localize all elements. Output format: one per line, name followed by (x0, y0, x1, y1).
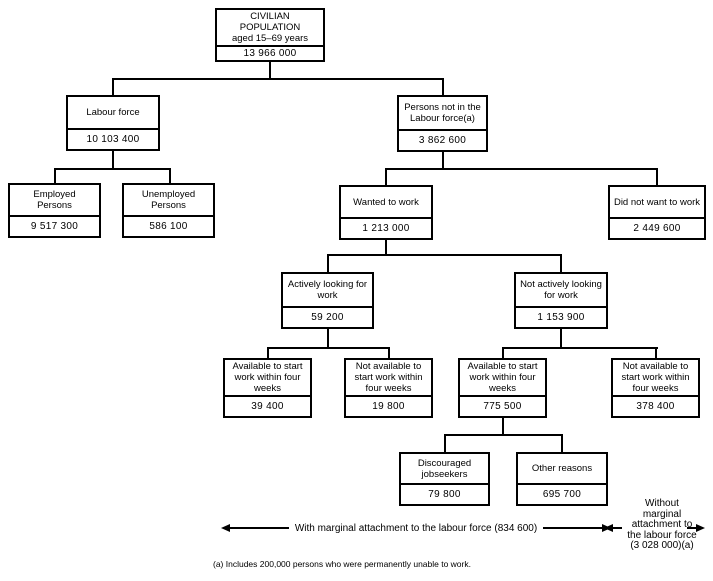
node-value: 10 103 400 (68, 128, 158, 149)
node-did-not-want-to-work: Did not want to work 2 449 600 (608, 185, 706, 240)
node-discouraged-jobseekers: Discouraged jobseekers 79 800 (399, 452, 490, 506)
node-label: Actively looking for work (287, 279, 368, 301)
node-value: 775 500 (460, 395, 545, 416)
without-marginal-attachment-label: Without marginal attachment to the labou… (627, 498, 697, 551)
connector (112, 78, 444, 80)
node-label: Employed Persons (33, 189, 76, 211)
arrow-left-icon (604, 524, 613, 532)
connector (502, 347, 504, 358)
with-marginal-attachment-label: With marginal attachment to the labour f… (294, 522, 538, 534)
connector (561, 434, 563, 452)
node-value: 695 700 (518, 483, 606, 504)
node-label: Not available to start work within four … (621, 361, 690, 394)
node-civilian-population: CIVILIAN POPULATION aged 15–69 years 13 … (215, 8, 325, 62)
connector (560, 329, 562, 347)
node-other-reasons: Other reasons 695 700 (516, 452, 608, 506)
node-value: 19 800 (346, 395, 431, 416)
arrow-line (613, 527, 622, 529)
node-available-four-weeks-not-active: Available to start work within four week… (458, 358, 547, 418)
node-label: Not available to start work within four … (354, 361, 423, 394)
connector (385, 240, 387, 254)
connector (267, 347, 269, 358)
connector (444, 434, 563, 436)
node-value: 13 966 000 (217, 45, 323, 60)
connector (442, 78, 444, 95)
connector (327, 329, 329, 347)
connector (560, 254, 562, 272)
footnote: (a) Includes 200,000 persons who were pe… (213, 559, 471, 569)
node-label: Available to start work within four week… (232, 361, 303, 394)
node-labour-force: Labour force 10 103 400 (66, 95, 160, 151)
connector (112, 78, 114, 95)
node-label: Labour force (86, 107, 140, 118)
node-value: 59 200 (283, 306, 372, 327)
connector (655, 347, 657, 358)
connector (112, 150, 114, 168)
connector (54, 168, 56, 183)
node-label: Discouraged jobseekers (417, 457, 472, 480)
connector (269, 62, 271, 78)
node-label: Not actively looking for work (520, 279, 602, 301)
node-not-available-four-weeks-active: Not available to start work within four … (344, 358, 433, 418)
connector (267, 347, 390, 349)
node-value: 378 400 (613, 395, 698, 416)
arrow-line (687, 527, 696, 529)
node-label: Did not want to work (613, 196, 701, 208)
node-label: Wanted to work (353, 196, 419, 208)
node-persons-not-in-labour-force: Persons not in the Labour force(a) 3 862… (397, 95, 488, 152)
node-label: Unemployed Persons (141, 189, 196, 211)
arrow-line (543, 527, 603, 529)
without-marginal-right-arrow (687, 524, 705, 532)
node-value: 9 517 300 (10, 215, 99, 236)
connector (327, 254, 562, 256)
connector (54, 168, 171, 170)
connector (502, 347, 658, 349)
node-value: 1 153 900 (516, 306, 606, 327)
node-value: 1 213 000 (341, 217, 431, 238)
connector (385, 168, 387, 185)
connector (656, 168, 658, 185)
node-label: Persons not in the Labour force(a) (404, 102, 481, 124)
node-label: CIVILIAN POPULATION aged 15–69 years (231, 11, 309, 44)
connector (388, 347, 390, 358)
without-marginal-left-arrow (604, 524, 622, 532)
node-value: 39 400 (225, 395, 310, 416)
node-value: 79 800 (401, 483, 488, 504)
connector (385, 168, 658, 170)
node-wanted-to-work: Wanted to work 1 213 000 (339, 185, 433, 240)
connector (444, 434, 446, 452)
node-available-four-weeks-active: Available to start work within four week… (223, 358, 312, 418)
node-value: 586 100 (124, 215, 213, 236)
node-actively-looking: Actively looking for work 59 200 (281, 272, 374, 329)
with-marginal-attachment-arrow: With marginal attachment to the labour f… (221, 521, 612, 535)
node-not-available-four-weeks-not-active: Not available to start work within four … (611, 358, 700, 418)
arrow-right-icon (696, 524, 705, 532)
node-employed-persons: Employed Persons 9 517 300 (8, 183, 101, 238)
connector (442, 151, 444, 168)
connector (327, 254, 329, 272)
connector (502, 418, 504, 434)
arrow-left-icon (221, 524, 230, 532)
node-not-actively-looking: Not actively looking for work 1 153 900 (514, 272, 608, 329)
node-value: 2 449 600 (610, 217, 704, 238)
node-label: Available to start work within four week… (467, 361, 538, 394)
connector (169, 168, 171, 183)
arrow-line (230, 527, 289, 529)
node-label: Other reasons (531, 463, 593, 474)
node-unemployed-persons: Unemployed Persons 586 100 (122, 183, 215, 238)
node-value: 3 862 600 (399, 129, 486, 150)
